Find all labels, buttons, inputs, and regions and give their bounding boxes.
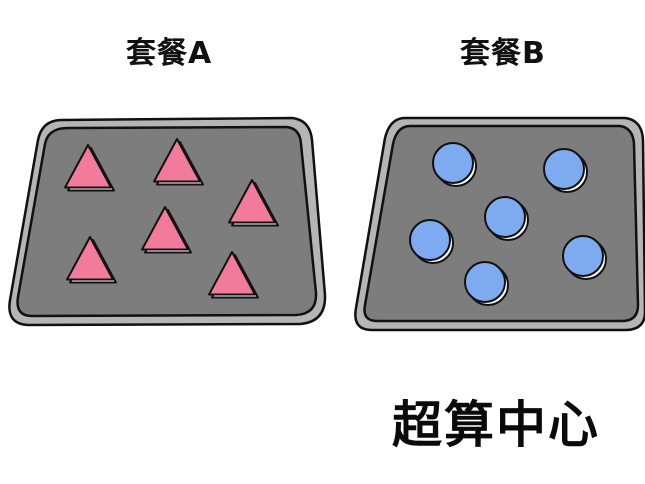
triangle-item [64,144,115,192]
triangle-item [153,138,204,186]
triangle-item [228,179,279,227]
tray-a-items [64,138,279,299]
circle-item [562,235,607,280]
package-b-title: 套餐B [460,36,546,71]
tray-b-items [409,142,607,306]
triangle-item [208,251,259,299]
circle-item [543,148,588,193]
triangle-item [141,206,192,254]
circle-item [432,142,477,187]
tray-a [8,116,327,327]
circle-item [409,219,454,264]
triangle-item [66,236,117,284]
brand-text: 超算中心 [392,396,600,454]
circle-item [464,261,509,306]
package-a-title: 套餐A [126,36,213,71]
circle-item [484,196,529,241]
tray-b [354,116,645,332]
